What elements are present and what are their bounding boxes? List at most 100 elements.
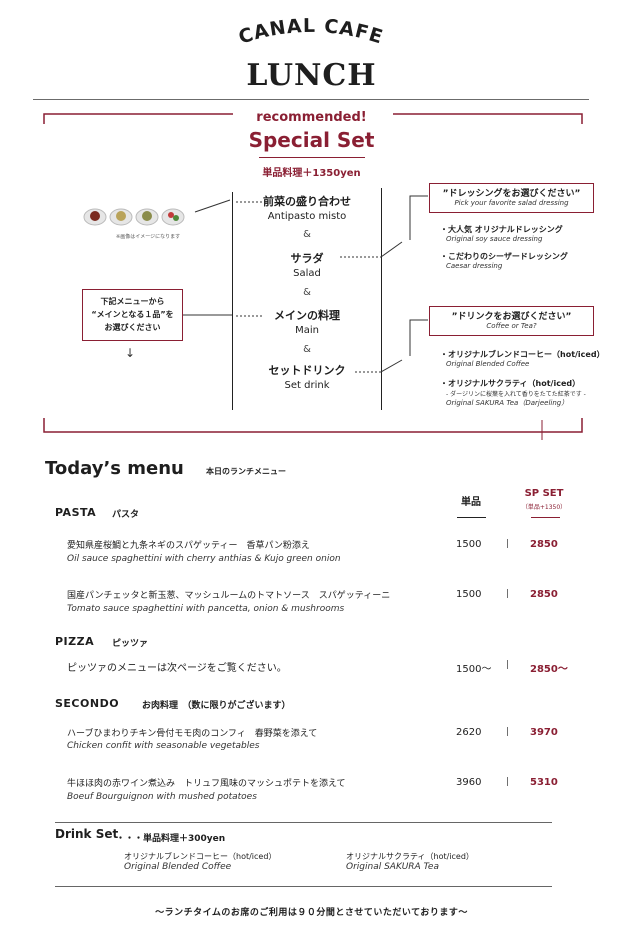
course-name-en: Main [295,325,319,336]
menu-item-name-jp: 愛知県産桜鯛と九条ネギのスパゲッティー 香草パン粉添え [67,541,310,551]
column-sp-set: SP SET [524,488,564,499]
option-jp: ・こだわりのシーザードレッシング [440,252,568,261]
drink-set-divider-top [55,822,552,823]
option-en: Original Blended Coffee [446,360,530,368]
dressing-subtitle: Pick your favorite salad dressing [454,199,569,207]
special-set-title: Special Set [248,128,375,152]
option-en: Caesar dressing [446,262,503,270]
drink-name-jp: オリジナルブレンドコーヒー（hot/iced） [124,852,277,861]
menu-item-name-en: Oil sauce spaghettini with cherry anthia… [67,554,341,564]
footer-note: ～ランチタイムのお席のご利用は９０分間とさせていただいております～ [155,908,468,918]
column-single-price: 単品 [461,497,481,508]
course-name-en: Salad [293,268,321,279]
drink-name-en: Original SAKURA Tea [346,862,439,872]
drink-set-title: Drink Set [55,827,119,841]
item-price: 1500～ [456,664,492,675]
option-jp: ・オリジナルサクラティ（hot/iced） [440,379,581,388]
image-note: ※画像はイメージになります [116,234,181,240]
option-en: Original soy sauce dressing [446,235,543,243]
section-pizza: PIZZA [55,635,95,648]
ampersand: & [303,229,311,240]
brand-name: CANAL CAFE [236,15,385,49]
drink-set-item: オリジナルサクラティ（hot/iced） Original SAKURA Tea [346,851,474,872]
recommended-label: recommended! [256,110,367,125]
header-divider [33,99,589,100]
svg-text:CANAL CAFE: CANAL CAFE [236,15,386,49]
ampersand: & [303,287,311,298]
section-secondo-jp: お肉料理 （数に限りがございます） [142,701,291,711]
drink-name-jp: オリジナルサクラティ（hot/iced） [346,852,474,861]
menu-item-name-jp: ハーブひまわりチキン骨付モモ肉のコンフィ 春野菜を添えて [67,729,318,739]
section-pasta: PASTA [55,506,97,519]
ampersand: & [303,344,311,355]
item-price: 2620 [456,727,482,738]
column-underline [531,517,560,518]
drink-set-divider-bottom [55,886,552,887]
price-separator: | [506,539,510,549]
drink-subtitle: Coffee or Tea? [486,322,537,330]
course-name-jp: メインの料理 [274,309,340,322]
dressing-title: ”ドレッシングをお選びください” [442,189,581,199]
drink-set-price: ・・・単品料理＋300yen [116,834,226,844]
course-name-en: Antipasto misto [267,211,347,222]
drink-set-item: オリジナルブレンドコーヒー（hot/iced） Original Blended… [124,851,276,872]
down-arrow-icon: ↓ [125,346,136,360]
select-note-line: 下記メニューから [100,297,165,306]
section-pizza-jp: ピッツァ [112,639,149,649]
option-jp: ・大人気 オリジナルドレッシング [440,225,563,234]
course-name-jp: サラダ [290,252,324,265]
item-sp-price: 2850 [530,539,558,550]
course-divider-left [232,192,233,410]
item-sp-price: 2850 [530,589,558,600]
antipasto-photo [83,208,185,226]
item-sp-price: 5310 [530,777,558,788]
item-sp-price: 3970 [530,727,558,738]
select-note-line: “メインとなる１品”を [91,310,174,319]
course-drink: セットドリンク Set drink [232,362,382,391]
select-note-line: お選びください [104,323,161,332]
price-separator: | [506,589,510,599]
menu-item-name-en: Tomato sauce spaghettini with pancetta, … [67,604,345,614]
column-underline [457,517,486,518]
menu-subtitle: 本日のランチメニュー [206,467,286,476]
item-price: 3960 [456,777,482,788]
menu-title: Today’s menu [45,458,184,479]
price-separator: | [506,777,510,787]
section-secondo: SECONDO [55,697,120,710]
menu-item-name-en: Boeuf Bourguignon with mushed potatoes [67,792,257,802]
price-separator: | [506,727,510,737]
drink-choice-box: ”ドリンクをお選びください” Coffee or Tea? [429,306,594,336]
course-antipasto: 前菜の盛り合わせ Antipasto misto [232,193,382,222]
item-sp-price: 2850～ [530,664,568,675]
drink-title: ”ドリンクをお選びください” [451,312,572,322]
special-title-underline [259,157,365,158]
page-title: LUNCH [246,58,377,93]
item-price: 1500 [456,539,482,550]
special-set-price: 単品料理＋1350yen [262,168,361,179]
dressing-option: ・こだわりのシーザードレッシング Caesar dressing [440,251,568,270]
drink-option: ・オリジナルサクラティ（hot/iced） - ダージリンに桜葉を入れて香りをた… [440,378,586,408]
course-name-jp: セットドリンク [268,364,346,377]
course-divider-right [381,188,382,410]
course-main: メインの料理 Main [232,307,382,336]
course-name-en: Set drink [284,380,330,391]
option-jp: ・オリジナルブレンドコーヒー（hot/iced） [440,350,605,359]
main-select-note: 下記メニューから “メインとなる１品”を お選びください [82,289,183,341]
column-sp-set-note: （単品+1350） [521,504,567,511]
menu-item-name-jp: 国産パンチェッタと新玉葱、マッシュルームのトマトソース スパゲッティーニ [67,591,391,601]
menu-item-name-jp: 牛ほほ肉の赤ワイン煮込み トリュフ風味のマッシュポテトを添えて [67,779,346,789]
dressing-choice-box: ”ドレッシングをお選びください” Pick your favorite sala… [429,183,594,213]
course-name-jp: 前菜の盛り合わせ [263,195,351,208]
menu-item-name-jp: ピッツァのメニューは次ページをご覧ください。 [67,663,287,674]
price-separator: | [506,660,510,670]
drink-option: ・オリジナルブレンドコーヒー（hot/iced） Original Blende… [440,349,605,368]
brand-logo: CANAL CAFE [236,15,386,49]
drink-name-en: Original Blended Coffee [124,862,232,872]
item-price: 1500 [456,589,482,600]
section-pasta-jp: パスタ [112,510,140,520]
dressing-option: ・大人気 オリジナルドレッシング Original soy sauce dres… [440,224,563,243]
option-note: - ダージリンに桜葉を入れて香りをたてた紅茶です - [446,391,586,398]
option-en: Original SAKURA Tea（Darjeeling） [446,399,569,407]
course-salad: サラダ Salad [232,250,382,279]
special-set-frame [43,113,583,433]
